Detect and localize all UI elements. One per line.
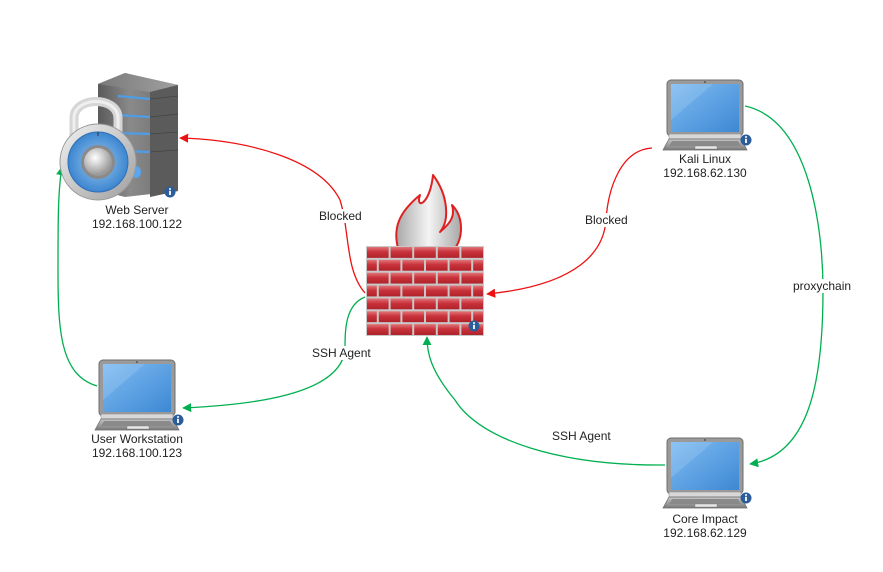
node-ip: 192.168.62.130 — [663, 166, 747, 180]
firewall-brick — [449, 259, 472, 271]
node-name: Core Impact — [672, 512, 738, 526]
firewall-brick — [390, 247, 413, 258]
firewall-brick — [367, 259, 377, 271]
firewall-brick — [437, 272, 460, 284]
web-server-label: Web Server 192.168.100.122 — [62, 203, 212, 231]
laptop-icon — [662, 79, 748, 151]
firewall-brick — [426, 259, 448, 271]
edge-firewall-to-webserver[interactable] — [179, 133, 366, 294]
firewall-brick — [461, 247, 483, 258]
firewall-brick — [461, 272, 483, 284]
node-name: Web Server — [105, 203, 169, 217]
firewall-brick — [473, 259, 483, 271]
kali-linux-label: Kali Linux 192.168.62.130 — [630, 152, 780, 180]
web-server-node[interactable] — [59, 73, 179, 201]
core-impact-node[interactable] — [662, 437, 752, 509]
firewall-brick — [390, 298, 413, 310]
firewall-brick — [449, 311, 472, 323]
firewall-brick — [414, 247, 436, 258]
firewall-brick — [367, 272, 389, 284]
edge-workstation-to-webserver[interactable] — [56, 166, 98, 387]
node-name: User Workstation — [91, 432, 183, 446]
firewall-brick — [367, 247, 389, 258]
edge-label-ssh-agent-workstation: SSH Agent — [311, 346, 372, 360]
firewall-brick — [402, 259, 424, 271]
firewall-brick — [426, 285, 448, 297]
info-icon[interactable] — [172, 414, 184, 426]
user-workstation-node[interactable] — [94, 359, 184, 431]
firewall-brick — [461, 298, 483, 310]
edge-label-ssh-agent-coreimpact: SSH Agent — [551, 429, 612, 443]
laptop-icon — [94, 359, 180, 431]
firewall-brick — [378, 259, 401, 271]
firewall-brick — [367, 311, 377, 323]
node-ip: 192.168.62.129 — [663, 526, 747, 540]
firewall-brick — [414, 298, 436, 310]
firewall-brick — [473, 311, 483, 323]
node-ip: 192.168.100.122 — [91, 217, 183, 231]
firewall-brick — [378, 285, 401, 297]
firewall-icon — [366, 174, 484, 336]
edge-firewall-to-workstation[interactable] — [182, 296, 366, 413]
info-icon[interactable] — [468, 320, 480, 332]
firewall-brick — [437, 298, 460, 310]
kali-linux-node[interactable] — [662, 79, 752, 151]
firewall-brick — [378, 311, 401, 323]
firewall-brick — [367, 298, 389, 310]
firewall-brick — [367, 324, 389, 335]
firewall-brick — [414, 324, 436, 335]
server-lock-icon — [59, 73, 179, 201]
node-ip: 192.168.100.123 — [91, 446, 183, 460]
edge-coreimpact-to-firewall[interactable] — [422, 336, 666, 466]
firewall-brick — [426, 311, 448, 323]
edge-label-blocked-webserver: Blocked — [318, 209, 363, 223]
firewall-brick — [402, 311, 424, 323]
firewall-brick — [390, 272, 413, 284]
core-impact-label: Core Impact 192.168.62.129 — [630, 512, 780, 540]
firewall-brick — [449, 285, 472, 297]
laptop-icon — [662, 437, 748, 509]
node-name: Kali Linux — [678, 152, 732, 166]
user-workstation-label: User Workstation 192.168.100.123 — [62, 432, 212, 460]
firewall-brick — [402, 285, 424, 297]
firewall-node[interactable] — [366, 174, 484, 336]
firewall-brick — [390, 324, 413, 335]
edge-label-proxychain: proxychain — [792, 279, 853, 293]
edge-label-blocked-kali: Blocked — [584, 213, 629, 227]
firewall-brick — [414, 272, 436, 284]
info-icon[interactable] — [740, 492, 752, 504]
firewall-brick — [437, 247, 460, 258]
firewall-brick — [437, 324, 460, 335]
info-icon[interactable] — [164, 186, 176, 198]
info-icon[interactable] — [740, 134, 752, 146]
firewall-brick — [367, 285, 377, 297]
firewall-brick — [473, 285, 483, 297]
